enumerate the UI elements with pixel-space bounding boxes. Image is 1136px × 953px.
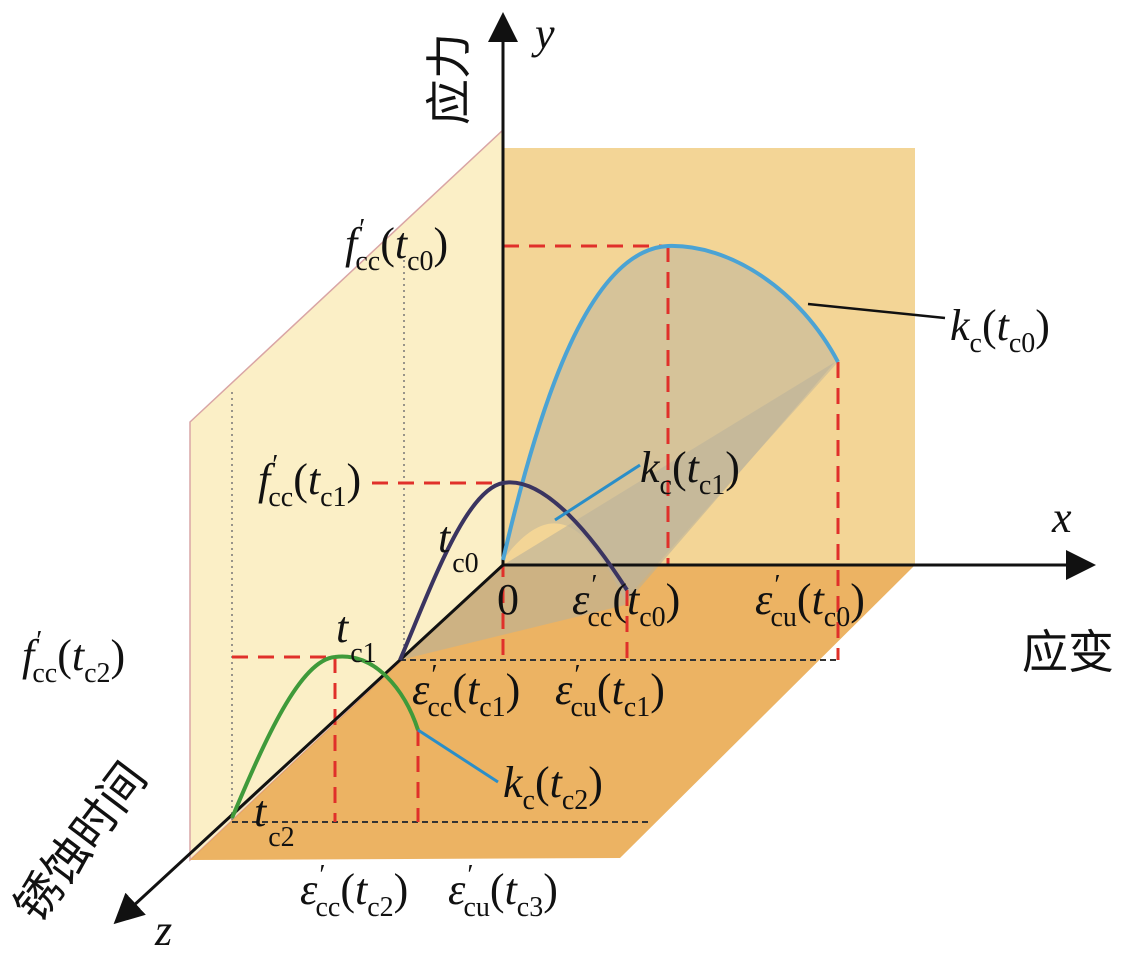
time-label-tc1: tc1 [336,603,377,669]
curve-label-k-tc1: kc(tc1) [640,443,740,501]
origin-label: 0 [497,575,519,624]
strain-ecu-tc3: ε′cu(tc3) [448,860,558,923]
curve-label-k-tc2: kc(tc2) [503,758,603,816]
strain-ecu-tc0: ε′cu(tc0) [755,570,865,633]
strain-ecc-tc1: ε′cc(tc1) [412,660,520,723]
leader-k-tc1 [554,463,641,522]
leader-k-tc0 [807,302,946,320]
y-axis-label: y [531,9,555,58]
z-axis-label: z [154,906,172,953]
grey-surface-upper [503,246,838,600]
time-label-tc2: tc2 [254,787,295,853]
peak-stress-tc1: f′cc(tc1) [258,450,361,513]
strain-ecc-tc0: ε′cc(tc0) [572,570,680,633]
curve-tc2 [230,654,420,819]
curve-label-k-tc0: kc(tc0) [950,301,1050,359]
time-label-tc0: tc0 [438,513,479,579]
z-axis [113,563,505,925]
strain-ecc-tc2: ε′cc(tc2) [300,860,408,923]
floor-plane [190,565,915,860]
leader-k-tc2 [417,728,499,784]
curve-tc0 [501,243,840,561]
peak-stress-tc2: f′cc(tc2) [22,626,125,689]
curve-tc1 [398,480,629,661]
strain-axis-title: 应变 [1022,625,1114,679]
strain-ecu-tc1: ε′cu(tc1) [555,660,665,723]
peak-stress-tc0: f′cc(tc0) [345,214,448,277]
x-axis-label: x [1051,493,1072,542]
stress-axis-title: 应力 [422,33,476,125]
